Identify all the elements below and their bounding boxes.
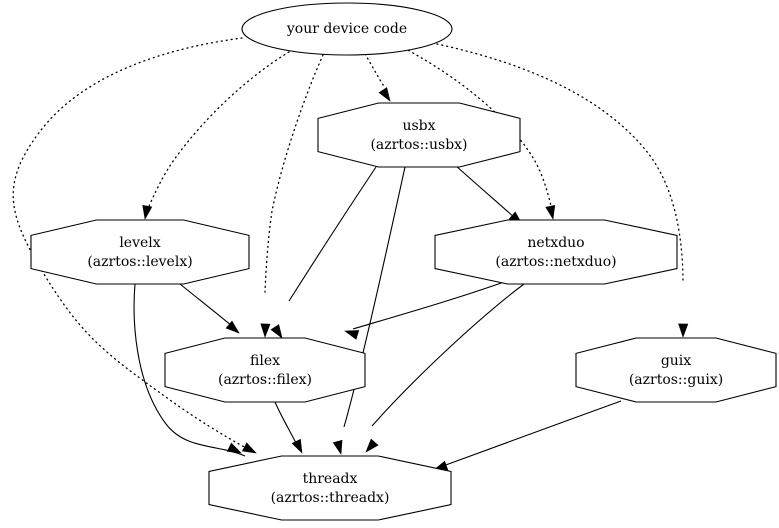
edge-netxduo-to-threadx bbox=[371, 283, 525, 427]
arrowhead-levelx-threadx bbox=[226, 442, 242, 454]
edges-layer bbox=[12, 37, 684, 467]
node-label-primary: threadx bbox=[303, 471, 358, 487]
node-label-primary: levelx bbox=[119, 235, 160, 251]
node-levelx[interactable]: levelx(azrtos::levelx) bbox=[30, 219, 250, 285]
edge-levelx-to-threadx bbox=[133, 283, 246, 457]
node-label-primary: your device code bbox=[286, 21, 407, 37]
node-shape-octagon bbox=[164, 337, 366, 403]
edge-usbx-to-filex bbox=[288, 166, 377, 302]
node-label-package: (azrtos::guix) bbox=[629, 372, 723, 388]
node-shape-octagon bbox=[30, 219, 250, 285]
nodes-layer: your device codeusbx(azrtos::usbx)levelx… bbox=[30, 2, 777, 521]
edge-usbx-to-threadx bbox=[343, 166, 406, 428]
edge-netxduo-to-filex bbox=[352, 281, 505, 330]
edge-device-to-threadx bbox=[12, 37, 249, 450]
edge-device-to-filex bbox=[264, 54, 324, 293]
node-guix[interactable]: guix(azrtos::guix) bbox=[575, 337, 777, 403]
node-usbx[interactable]: usbx(azrtos::usbx) bbox=[317, 102, 521, 168]
edge-guix-to-threadx bbox=[442, 400, 622, 467]
arrowhead-device-guix bbox=[678, 323, 689, 338]
arrowhead-levelx-filex bbox=[225, 320, 240, 334]
arrowhead-device-usbx bbox=[378, 87, 391, 102]
node-shape-octagon bbox=[208, 455, 452, 521]
node-label-package: (azrtos::usbx) bbox=[370, 137, 467, 153]
node-threadx[interactable]: threadx(azrtos::threadx) bbox=[208, 455, 452, 521]
arrowhead-netxduo-filex bbox=[344, 330, 360, 340]
edge-filex-to-threadx bbox=[274, 401, 298, 446]
arrowheads-layer bbox=[142, 87, 689, 471]
arrowhead-usbx-threadx bbox=[332, 439, 343, 455]
node-label-primary: filex bbox=[250, 353, 280, 369]
node-label-primary: guix bbox=[661, 353, 691, 369]
node-label-package: (azrtos::threadx) bbox=[271, 490, 390, 506]
edge-levelx-to-filex bbox=[179, 283, 233, 327]
edge-device-to-usbx bbox=[364, 53, 386, 89]
node-label-primary: usbx bbox=[402, 118, 435, 134]
node-netxduo[interactable]: netxduo(azrtos::netxduo) bbox=[434, 219, 678, 285]
arrowhead-device-filex bbox=[260, 323, 271, 338]
arrowhead-filex-threadx bbox=[291, 438, 303, 454]
edge-usbx-to-netxduo bbox=[454, 164, 516, 219]
node-shape-octagon bbox=[317, 102, 521, 168]
node-shape-octagon bbox=[434, 219, 678, 285]
node-filex[interactable]: filex(azrtos::filex) bbox=[164, 337, 366, 403]
node-label-primary: netxduo bbox=[527, 235, 584, 251]
arrowhead-device-levelx bbox=[142, 205, 153, 220]
edge-device-to-guix bbox=[436, 43, 684, 284]
node-device[interactable]: your device code bbox=[241, 2, 453, 56]
arrowhead-device-netxduo bbox=[545, 204, 556, 220]
node-label-package: (azrtos::filex) bbox=[218, 372, 312, 388]
node-label-package: (azrtos::netxduo) bbox=[495, 254, 616, 270]
node-shape-ellipse bbox=[241, 2, 453, 56]
node-label-package: (azrtos::levelx) bbox=[87, 254, 192, 270]
edge-device-to-levelx bbox=[146, 51, 290, 212]
arrowhead-device-threadx bbox=[241, 442, 257, 454]
arrowhead-usbx-filex bbox=[270, 324, 283, 339]
node-shape-octagon bbox=[575, 337, 777, 403]
arrowhead-netxduo-threadx bbox=[365, 438, 379, 453]
